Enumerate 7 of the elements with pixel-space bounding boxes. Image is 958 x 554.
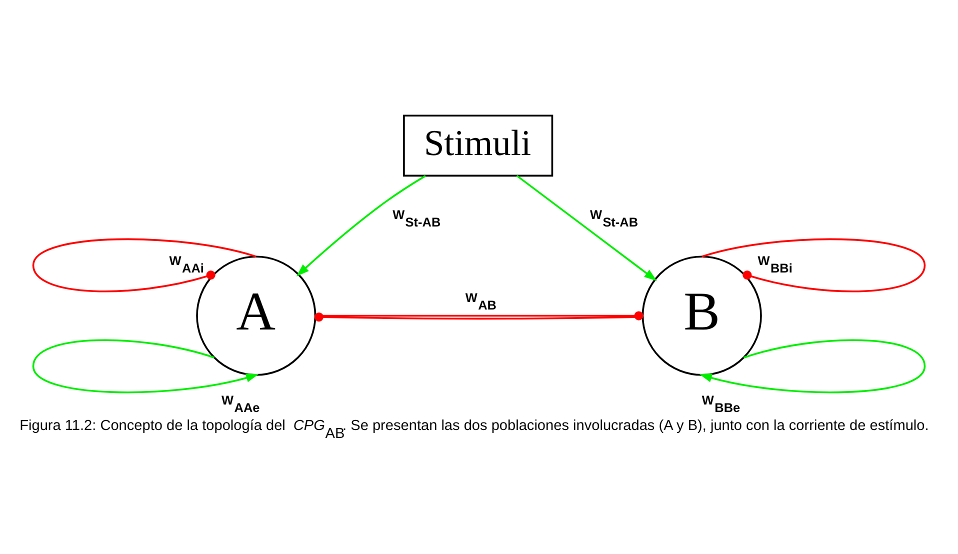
arrow — [32, 338, 259, 393]
arrow — [516, 174, 657, 281]
connector — [702, 238, 926, 292]
node-box: Stimuli — [403, 114, 554, 176]
arrow — [296, 174, 426, 276]
arrow — [699, 338, 926, 393]
connector — [32, 238, 256, 292]
